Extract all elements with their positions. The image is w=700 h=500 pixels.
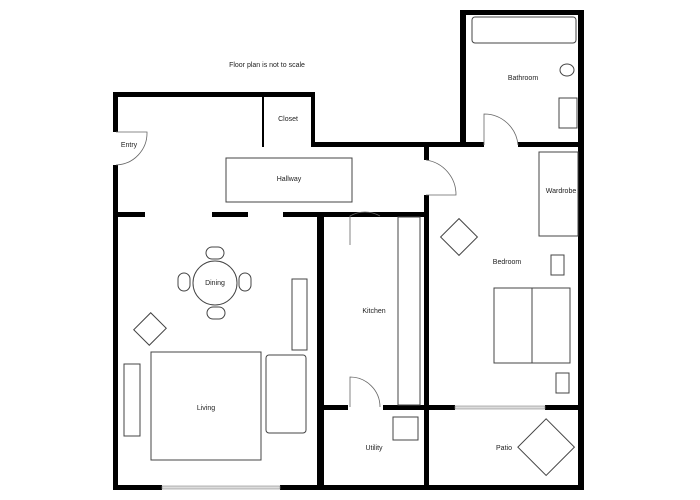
bathtub (471, 16, 577, 44)
walls (113, 10, 584, 490)
room-label-utility: Utility (365, 445, 383, 452)
sink (558, 97, 578, 129)
patio-table (517, 418, 576, 477)
room-label-wardrobe: Wardrobe (546, 188, 577, 195)
room-label-entry: Entry (121, 142, 138, 149)
nightstand (555, 372, 570, 394)
hallway-console (225, 157, 353, 203)
room-label-dining: Dining (205, 280, 225, 287)
toilet (559, 63, 575, 77)
sofa (265, 354, 307, 434)
room-label-patio: Patio (496, 445, 512, 452)
washer (392, 416, 419, 441)
scale-note: Floor plan is not to scale (229, 62, 305, 69)
room-label-hallway: Hallway (277, 176, 302, 183)
wardrobe-unit (538, 151, 579, 237)
bookshelf (291, 278, 308, 351)
room-label-closet: Closet (278, 116, 298, 123)
furniture (123, 16, 579, 477)
kitchen-counter (397, 216, 421, 406)
rug (150, 351, 262, 461)
armchair (439, 217, 479, 257)
tv-unit (123, 363, 141, 437)
room-label-living: Living (197, 405, 215, 412)
room-labels: Entry Closet Hallway Bathroom Wardrobe B… (121, 75, 577, 452)
room-label-bathroom: Bathroom (508, 75, 539, 82)
room-label-kitchen: Kitchen (362, 308, 385, 315)
doors-windows (115, 113, 546, 490)
living-armchair (133, 312, 167, 346)
nightstand (550, 254, 565, 276)
room-label-bedroom: Bedroom (493, 259, 522, 266)
dining-table (192, 260, 238, 306)
